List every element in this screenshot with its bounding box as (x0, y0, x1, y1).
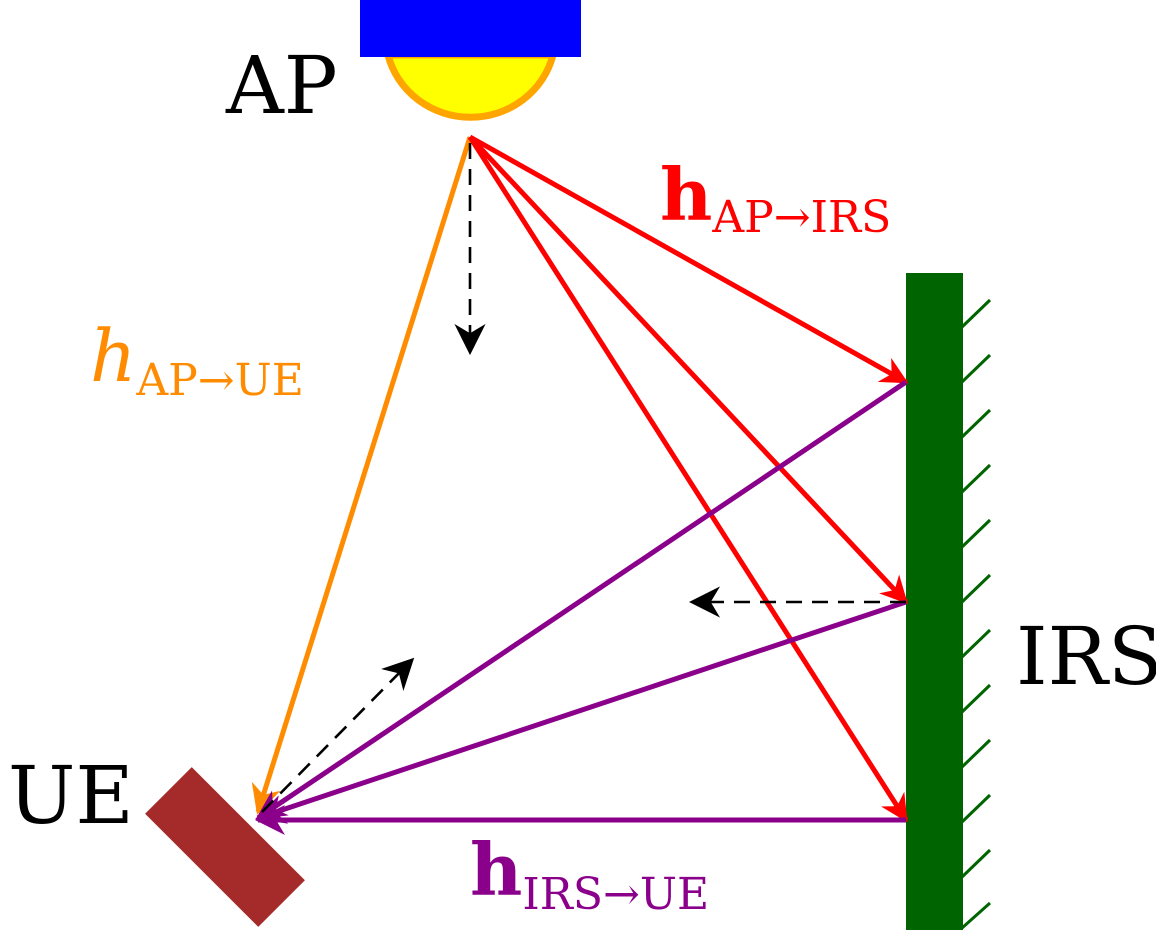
ap-irs-link-1 (468, 134, 909, 385)
irs-label: IRS (1016, 610, 1156, 703)
ap-label: AP (225, 39, 338, 132)
channel-label-ap-ue: hAP→UE (90, 314, 304, 406)
ap-irs-links (467, 134, 909, 823)
irs-ue-link-1 (255, 379, 908, 821)
ap-dome (383, 51, 558, 121)
ue-orientation-arrow (261, 657, 415, 813)
ue-label: UE (8, 749, 134, 842)
ap-irs-link-3 (467, 135, 909, 823)
channel-label-irs-ue: hIRS→UE (470, 827, 709, 920)
ap-irs-link-2 (468, 135, 908, 605)
irs-panel (906, 273, 963, 930)
irs-ue-links (255, 379, 908, 835)
ap-base (360, 0, 581, 57)
irs-ue-link-2 (255, 599, 907, 824)
irs-hatching (960, 298, 992, 930)
ue-device (145, 767, 305, 927)
channel-label-ap-irs: hAP→IRS (660, 152, 891, 243)
ap-ue-link (251, 136, 473, 815)
orientation-arrows (261, 143, 906, 813)
